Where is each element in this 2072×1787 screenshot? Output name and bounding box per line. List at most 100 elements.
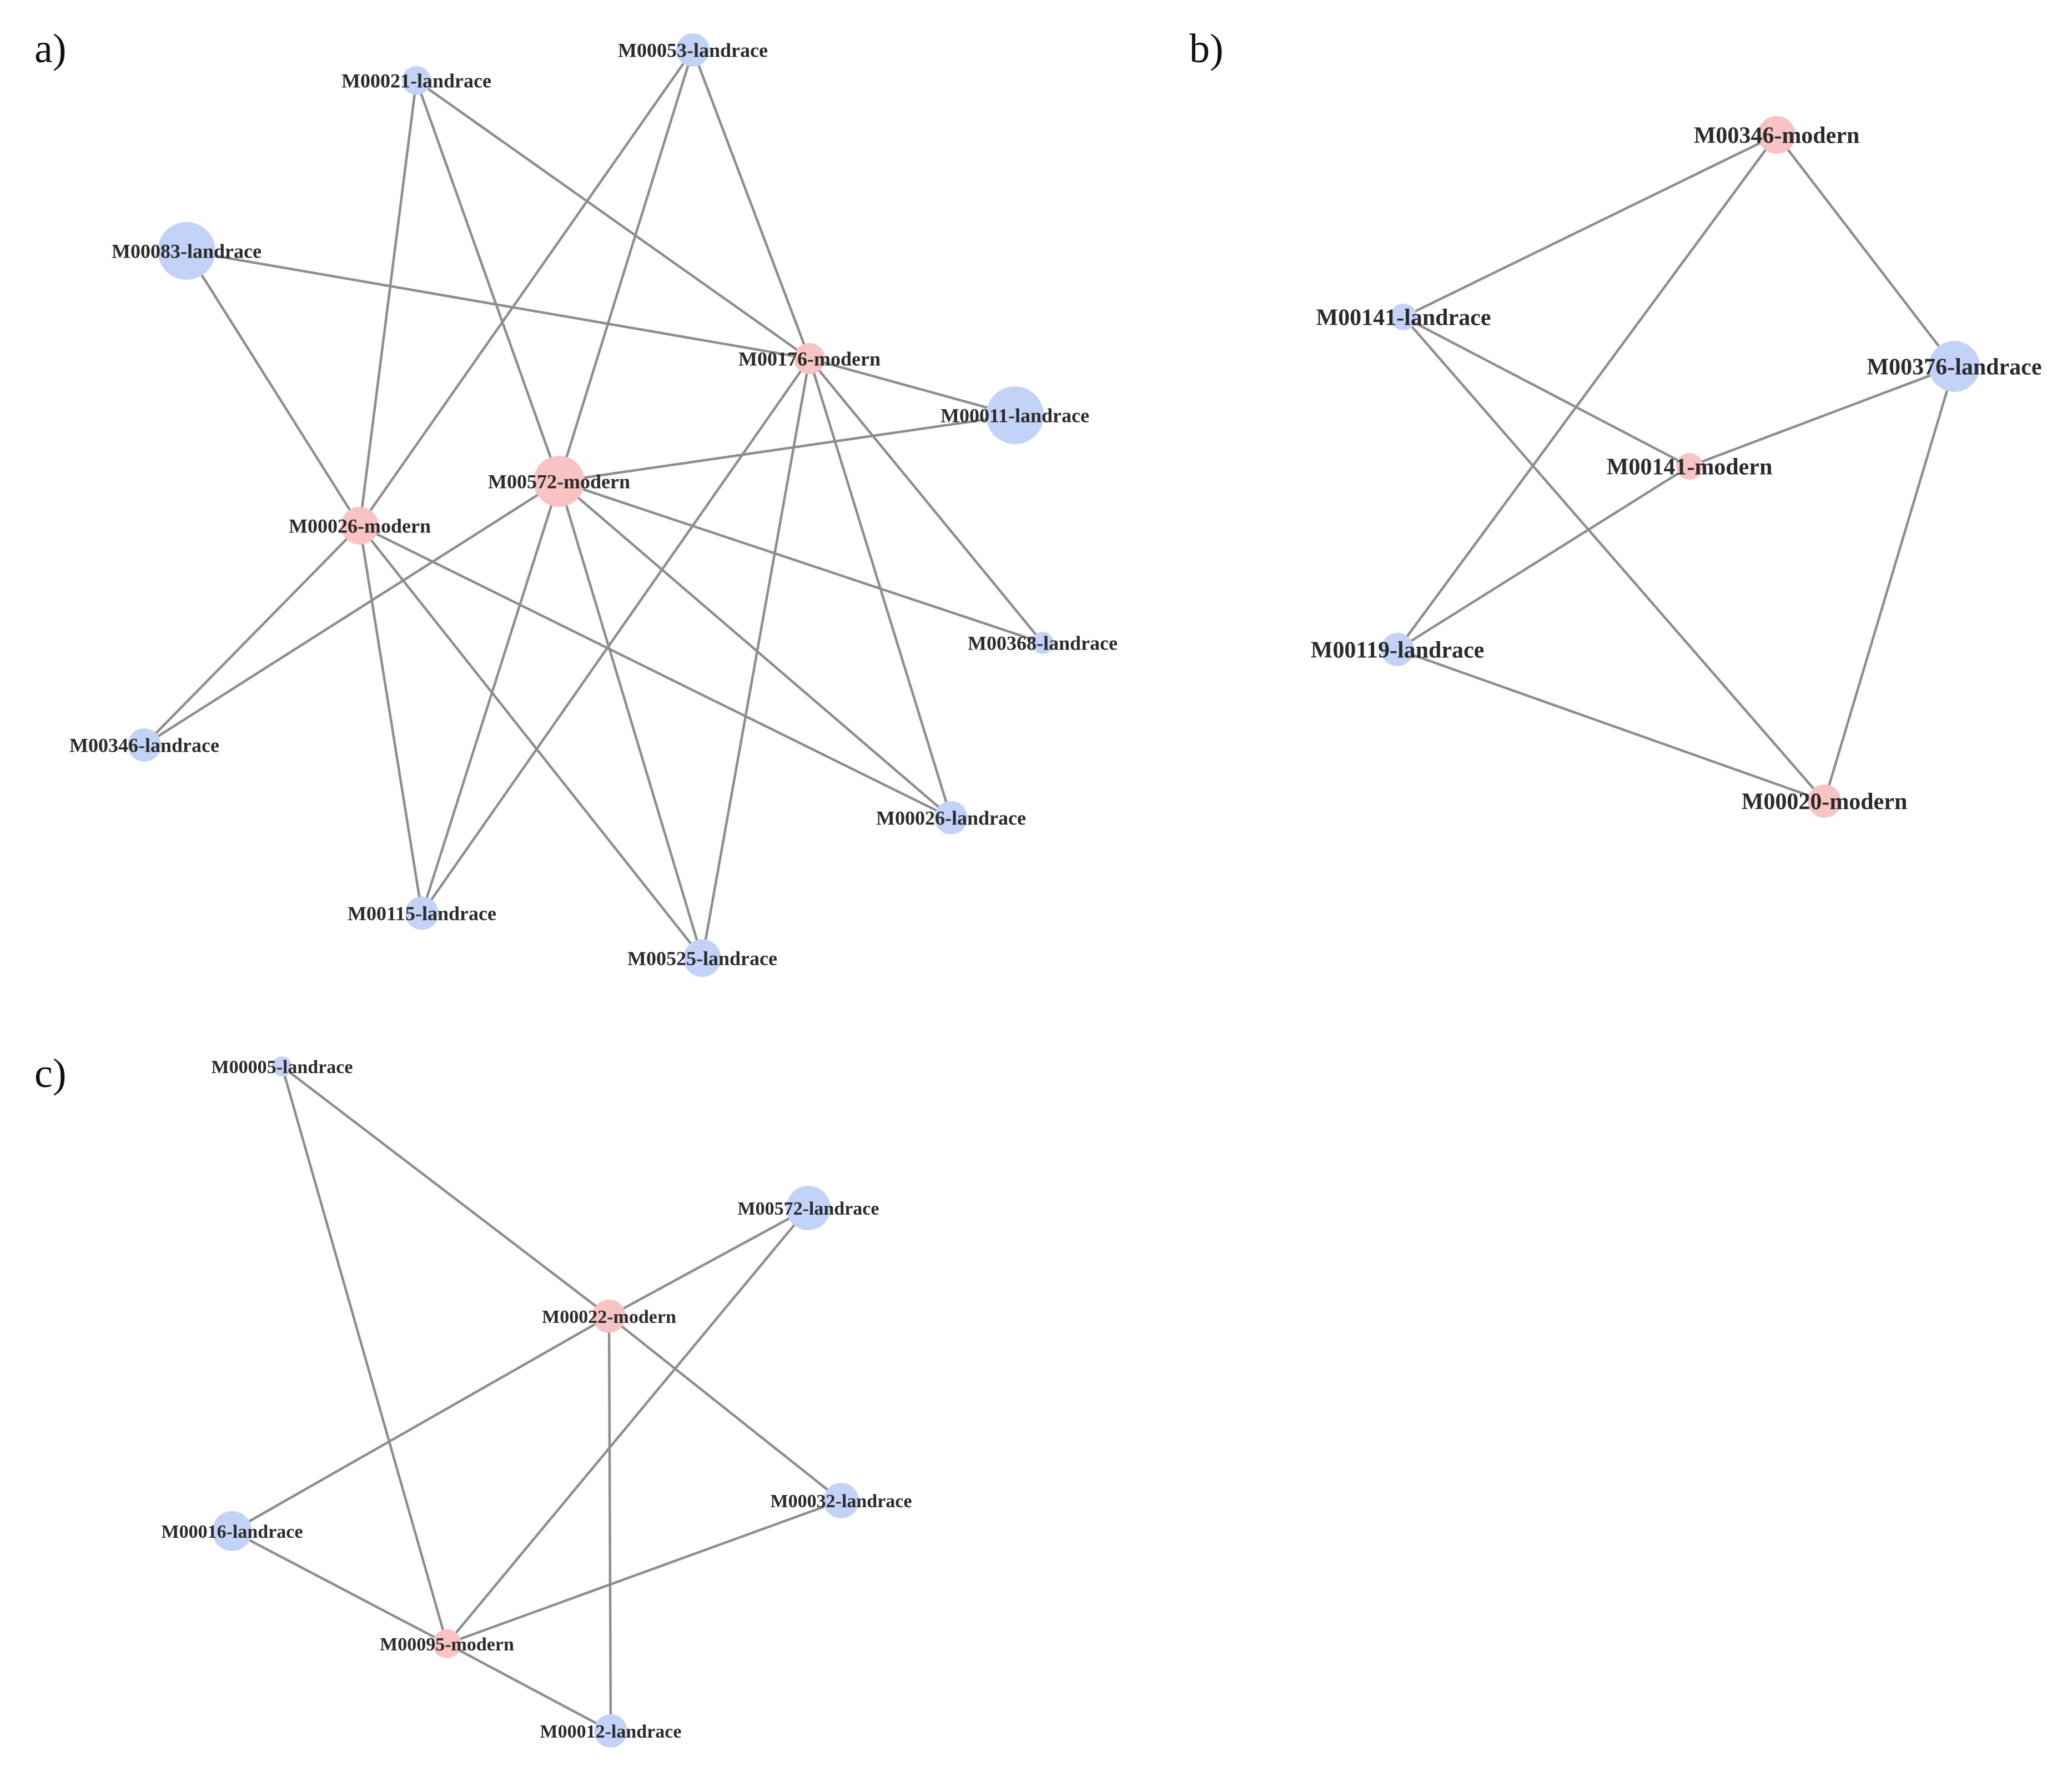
node-label: M00346-landrace <box>69 734 219 757</box>
edge-M00021-landrace-M00176-modern <box>415 79 811 360</box>
edge-M00022-modern-M00032-landrace <box>608 1315 842 1502</box>
panel-c-group: c) M00005-landraceM00572-landraceM00022-… <box>34 1051 912 1748</box>
node-circle-landrace <box>158 222 215 280</box>
node-label: M00032-landrace <box>771 1491 912 1512</box>
panel-a-label: a) <box>34 26 67 72</box>
node-circle-landrace <box>128 728 161 762</box>
edge-M00176-modern-M00525-landrace <box>701 358 811 959</box>
edge-M00572-modern-M00026-landrace <box>558 480 952 819</box>
edge-M00053-landrace-M00026-modern <box>359 49 694 527</box>
node-M00022-modern: M00022-modern <box>542 1300 676 1333</box>
node-label: M00141-landrace <box>1316 305 1491 331</box>
edge-M00119-landrace-M00020-modern <box>1397 648 1825 803</box>
node-label: M00012-landrace <box>540 1721 682 1742</box>
node-circle-modern <box>432 1629 461 1658</box>
node-M00119-landrace: M00119-landrace <box>1311 633 1485 666</box>
node-circle-landrace <box>676 33 710 67</box>
node-M00016-landrace: M00016-landrace <box>162 1511 303 1551</box>
node-circle-modern <box>592 1300 626 1333</box>
edge-M00572-modern-M00525-landrace <box>557 481 704 959</box>
node-label: M00141-modern <box>1607 455 1773 480</box>
node-M00011-landrace: M00011-landrace <box>941 386 1089 444</box>
node-label: M00011-landrace <box>941 405 1089 427</box>
edge-M00376-landrace-M00020-modern <box>1823 366 1956 802</box>
edge-M00572-modern-M00115-landrace <box>420 481 561 914</box>
node-M00115-landrace: M00115-landrace <box>348 897 496 930</box>
edge-M00021-landrace-M00572-modern <box>415 80 561 482</box>
node-circle-modern <box>341 507 379 545</box>
node-label: M00346-modern <box>1694 123 1860 149</box>
node-M00021-landrace: M00021-landrace <box>341 66 491 95</box>
edge-M00095-modern-M00012-landrace <box>446 1643 612 1732</box>
node-circle-landrace <box>594 1714 627 1748</box>
edge-M00572-landrace-M00022-modern <box>608 1207 809 1317</box>
node-circle-modern <box>534 456 585 507</box>
node-circle-landrace <box>823 1483 859 1518</box>
edge-M00141-modern-M00119-landrace <box>1396 465 1691 651</box>
edge-M00141-landrace-M00020-modern <box>1402 316 1825 802</box>
panel-c-edges <box>231 1065 842 1732</box>
edge-M00572-landrace-M00095-modern <box>446 1207 809 1645</box>
node-circle-landrace <box>1929 341 1980 392</box>
edge-M00022-modern-M00012-landrace <box>607 1316 612 1731</box>
node-label: M00026-modern <box>289 515 431 537</box>
node-label: M00053-landrace <box>618 39 768 62</box>
node-M00572-modern: M00572-modern <box>488 456 630 507</box>
node-circle-landrace <box>1032 632 1054 654</box>
node-label: M00176-modern <box>738 348 881 370</box>
node-M00176-modern: M00176-modern <box>738 343 881 374</box>
node-circle-landrace <box>272 1056 292 1076</box>
node-circle-landrace <box>405 897 439 930</box>
edge-M00016-landrace-M00095-modern <box>231 1530 448 1645</box>
panel-a-nodes: M00021-landraceM00053-landraceM00083-lan… <box>69 33 1118 977</box>
node-circle-modern <box>794 343 825 374</box>
node-M00026-landrace: M00026-landrace <box>876 801 1026 834</box>
node-M00032-landrace: M00032-landrace <box>771 1483 912 1518</box>
node-circle-landrace <box>986 386 1044 444</box>
edge-M00176-modern-M00011-landrace <box>809 357 1015 417</box>
node-M00095-modern: M00095-modern <box>380 1629 514 1658</box>
node-label: M00525-landrace <box>627 948 777 970</box>
node-label: M00095-modern <box>380 1634 514 1655</box>
node-circle-modern <box>1758 116 1796 154</box>
node-label: M00021-landrace <box>341 70 491 92</box>
node-M00525-landrace: M00525-landrace <box>627 939 777 977</box>
panel-b-group: b) M00346-modernM00141-landraceM00376-la… <box>1189 26 2041 818</box>
edge-M00005-landrace-M00095-modern <box>280 1066 449 1644</box>
node-circle-landrace <box>1390 304 1417 330</box>
node-circle-modern <box>1808 784 1841 818</box>
edge-M00376-landrace-M00141-modern <box>1689 365 1955 468</box>
node-M00141-modern: M00141-modern <box>1607 453 1773 480</box>
node-M00141-landrace: M00141-landrace <box>1316 304 1491 331</box>
node-label: M00020-modern <box>1742 789 1908 815</box>
edge-M00572-modern-M00011-landrace <box>559 414 1015 483</box>
node-label: M00572-landrace <box>738 1199 879 1219</box>
panel-a-edges <box>143 49 1044 959</box>
node-M00026-modern: M00026-modern <box>289 507 431 545</box>
edge-M00026-modern-M00115-landrace <box>358 525 424 914</box>
panel-b-nodes: M00346-modernM00141-landraceM00376-landr… <box>1311 116 2041 818</box>
node-label: M00572-modern <box>488 471 630 493</box>
node-circle-landrace <box>786 1186 831 1230</box>
node-circle-landrace <box>934 801 968 834</box>
node-label: M00016-landrace <box>162 1522 303 1542</box>
node-label: M00022-modern <box>542 1307 676 1327</box>
node-M00005-landrace: M00005-landrace <box>212 1056 353 1078</box>
node-circle-landrace <box>1381 633 1414 666</box>
node-label: M00119-landrace <box>1311 638 1485 663</box>
edge-M00346-modern-M00119-landrace <box>1396 134 1778 651</box>
edge-M00022-modern-M00016-landrace <box>231 1315 610 1532</box>
edge-M00053-landrace-M00176-modern <box>691 49 811 359</box>
edge-M00083-landrace-M00176-modern <box>186 249 810 360</box>
edge-M00346-modern-M00376-landrace <box>1776 134 1955 368</box>
node-label: M00026-landrace <box>876 807 1026 829</box>
panel-b-label: b) <box>1189 26 1224 72</box>
edge-M00572-modern-M00346-landrace <box>143 480 560 746</box>
edge-M00346-modern-M00141-landrace <box>1403 133 1777 319</box>
node-M00053-landrace: M00053-landrace <box>618 33 768 67</box>
edge-M00083-landrace-M00026-modern <box>185 250 361 527</box>
node-circle-landrace <box>402 66 431 95</box>
edge-M00141-landrace-M00141-modern <box>1402 316 1691 467</box>
node-label: M00005-landrace <box>212 1057 353 1078</box>
